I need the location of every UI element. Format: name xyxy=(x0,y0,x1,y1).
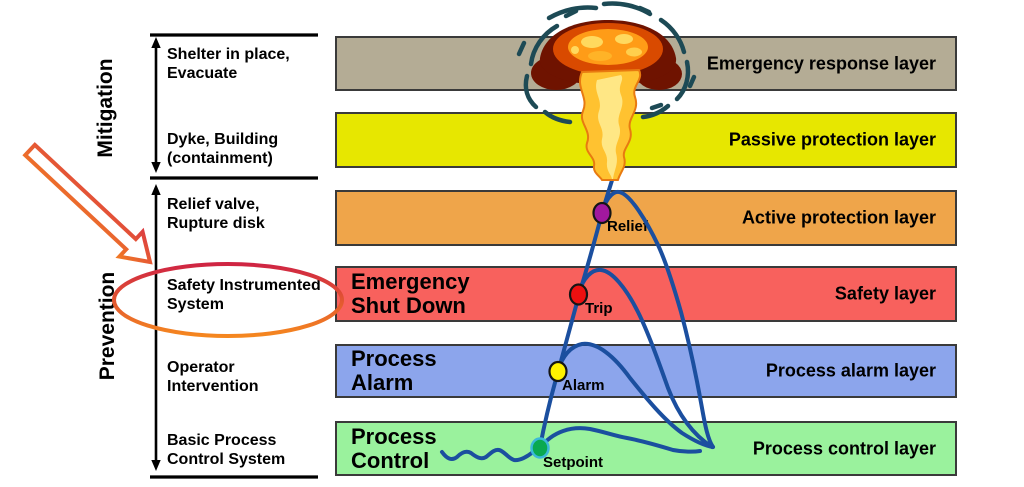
item-operator-intervention: Operator Intervention xyxy=(167,359,259,395)
prevention-range-arrow xyxy=(151,184,161,471)
item-relief-valve: Relief valve, Rupture disk xyxy=(167,196,265,232)
layer-bar-process-control: Process Control Process control layer xyxy=(335,421,957,476)
layer-bar-emergency-response: Emergency response layer xyxy=(335,36,957,91)
section-divider-lines xyxy=(150,33,318,479)
mitigation-label: Mitigation xyxy=(94,58,117,158)
item-safety-instrumented-system: Safety Instrumented System xyxy=(167,277,321,313)
mitigation-range-arrow xyxy=(151,37,161,173)
prevention-label: Prevention xyxy=(96,271,119,381)
callout-arrow-icon xyxy=(22,142,153,265)
layer-label-safety: Safety layer xyxy=(834,283,936,304)
item-shelter-evacuate: Shelter in place, Evacuate xyxy=(167,46,290,82)
layer-bar-process-alarm: Process Alarm Process alarm layer xyxy=(335,344,957,398)
safety-layer-action-label: Emergency Shut Down xyxy=(351,269,470,318)
control-layer-action-label: Process Control xyxy=(351,423,437,473)
layer-bar-passive-protection: Passive protection layer xyxy=(335,112,957,168)
layer-bar-safety: Emergency Shut Down Safety layer xyxy=(335,266,957,322)
item-basic-process-control: Basic Process Control System xyxy=(167,432,286,468)
trip-point-label: Trip xyxy=(585,300,613,317)
alarm-point-label: Alarm xyxy=(562,377,605,394)
layer-label-process-control: Process control layer xyxy=(752,438,936,458)
alarm-layer-action-label: Process Alarm xyxy=(351,346,437,395)
item-dyke-building: Dyke, Building (containment) xyxy=(167,131,279,167)
layer-label-active-protection: Active protection layer xyxy=(741,207,936,228)
layer-label-emergency-response: Emergency response layer xyxy=(706,53,936,73)
setpoint-point-label: Setpoint xyxy=(543,454,603,471)
relief-point-label: Relief xyxy=(607,218,648,235)
layer-label-passive-protection: Passive protection layer xyxy=(728,129,936,150)
layer-label-process-alarm: Process alarm layer xyxy=(765,360,936,381)
